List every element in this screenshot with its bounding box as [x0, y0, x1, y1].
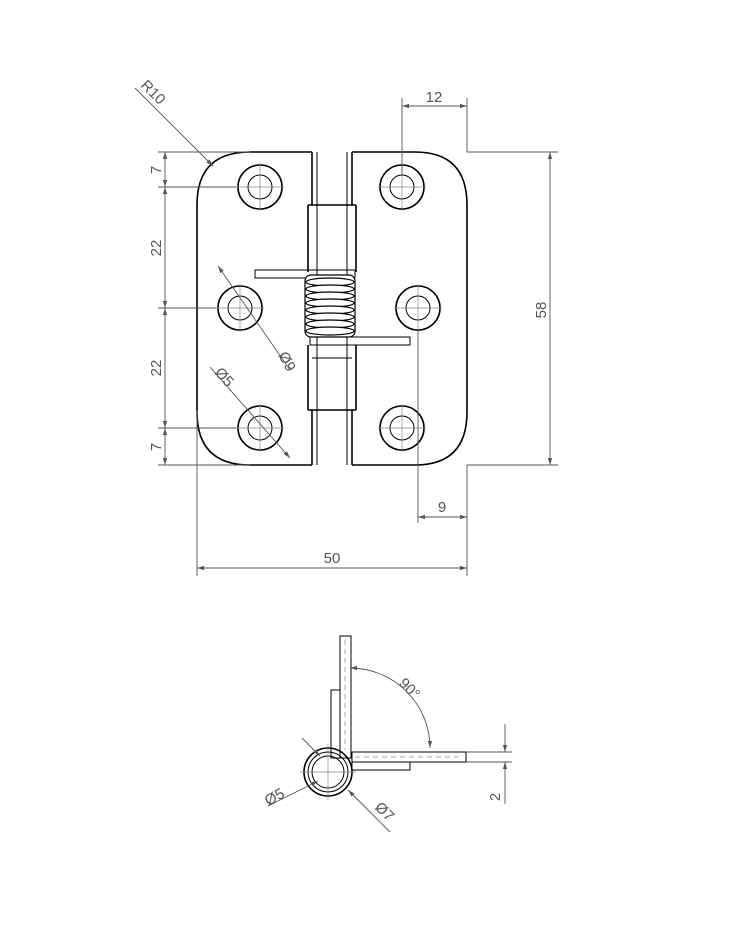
dim-left-chain: 7 22 22 7 [148, 151, 250, 466]
dim-thickness: 2 [466, 724, 512, 804]
dim-edge-bottom-text: 7 [148, 443, 165, 451]
dim-radius-text: R10 [137, 77, 168, 108]
side-knuckle [300, 744, 356, 800]
dim-hole-offset: 9 [417, 330, 468, 523]
right-leaf-outline [352, 151, 468, 466]
dim-pitch-upper-text: 22 [148, 240, 165, 257]
dim-pin-diameter: Ø5 [262, 737, 321, 810]
torsion-spring [304, 274, 356, 338]
dim-angle: 90° [349, 665, 433, 749]
dim-overall-width: 50 [196, 410, 468, 576]
dim-top-width-text: 12 [426, 89, 443, 106]
dim-angle-text: 90° [395, 675, 423, 703]
hole-left-middle [216, 284, 264, 332]
dim-edge-top-text: 7 [148, 166, 165, 174]
dim-thickness-text: 2 [487, 793, 504, 801]
hole-left-top [236, 163, 284, 211]
dim-knuckle-diameter-text: Ø7 [371, 799, 397, 825]
dim-height: 58 [467, 151, 558, 466]
left-leaf-outline [196, 151, 312, 466]
dim-pitch-lower-text: 22 [148, 360, 165, 377]
spring-leg-upper [254, 269, 356, 279]
hole-right-middle [394, 284, 442, 332]
horizontal-leaf-inner [351, 761, 411, 771]
vertical-leaf [339, 635, 352, 759]
dim-height-text: 58 [533, 302, 550, 319]
hole-left-bottom [236, 404, 284, 452]
front-view: 12 58 R10 7 22 22 7 [134, 77, 558, 576]
dim-knuckle-diameter: Ø7 [347, 789, 397, 833]
dim-hole-offset-text: 9 [438, 499, 446, 516]
dim-radius: R10 [134, 77, 214, 167]
dim-hole-small: Ø5 [209, 364, 291, 459]
dim-hole-small-text: Ø5 [211, 364, 237, 390]
side-view: 90° Ø5 Ø7 2 [262, 635, 512, 833]
dim-overall-width-text: 50 [324, 550, 341, 567]
dim-pin-diameter-text: Ø5 [262, 785, 288, 809]
hole-right-bottom [378, 404, 426, 452]
spring-leg-lower [309, 336, 411, 346]
dim-top-width: 12 [401, 89, 468, 175]
